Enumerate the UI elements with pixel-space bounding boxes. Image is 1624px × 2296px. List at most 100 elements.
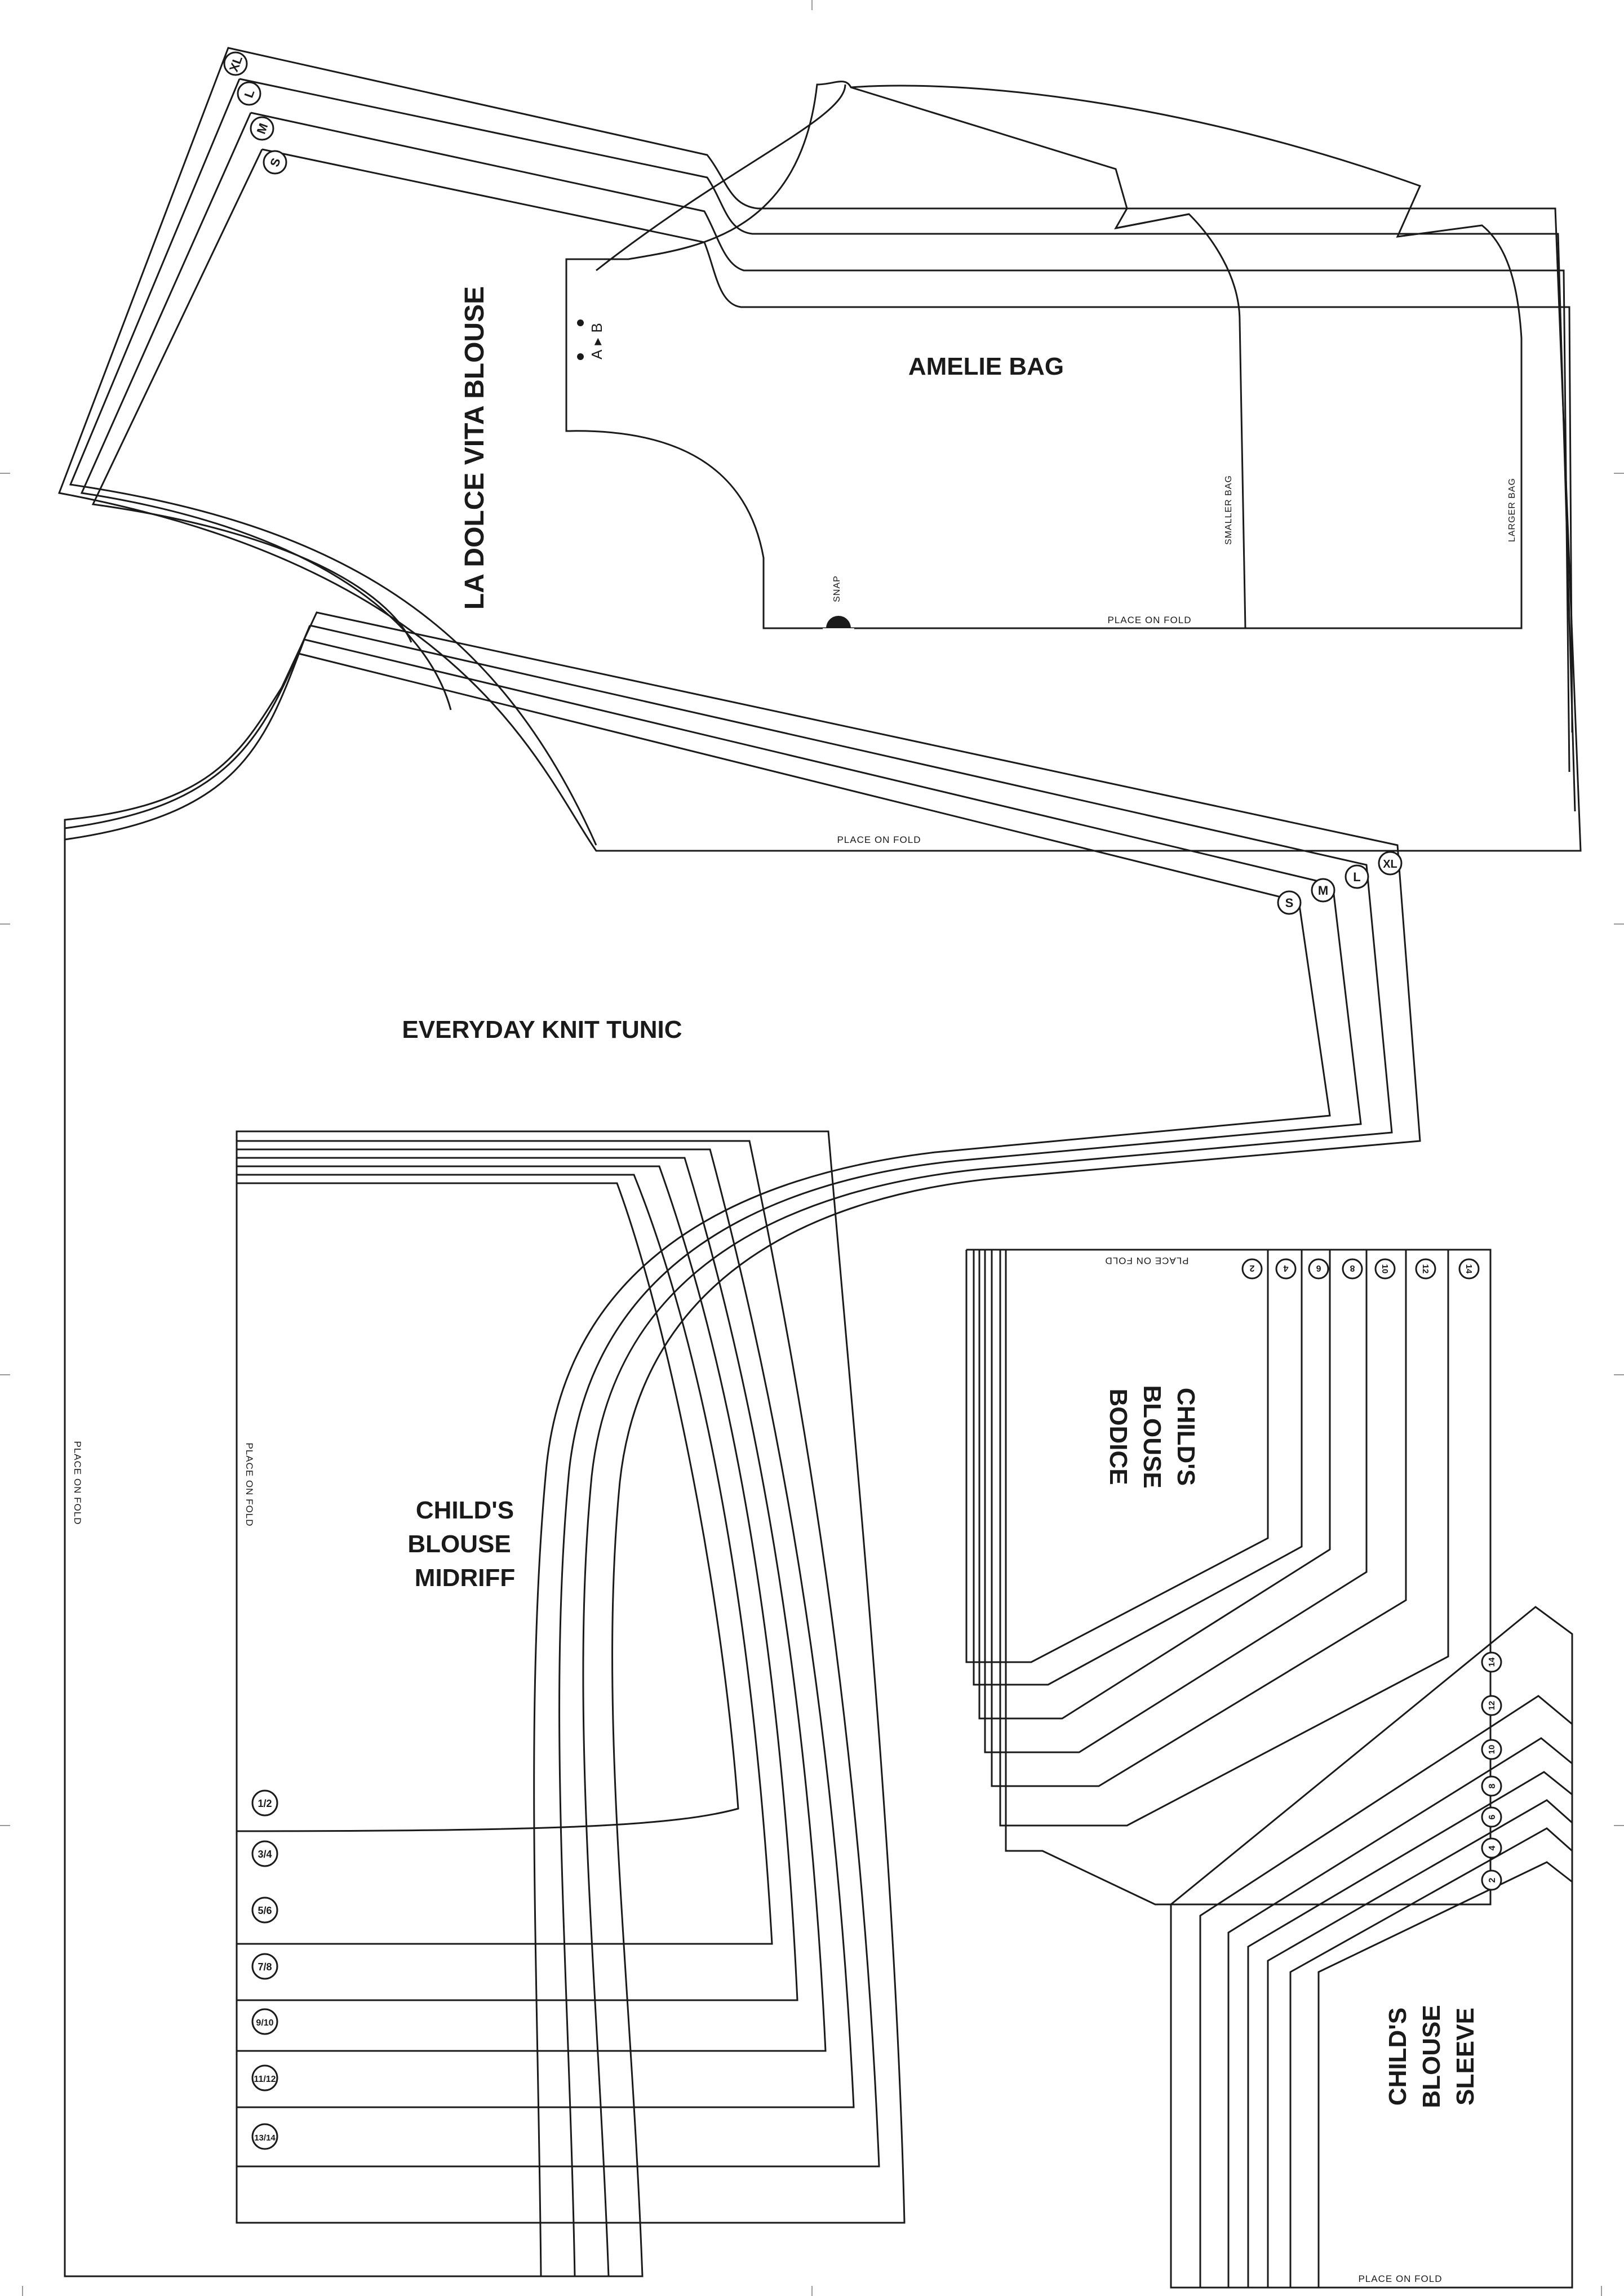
bodice-outline-6	[978, 1250, 1331, 1720]
tunic-outline-m	[304, 638, 1362, 2277]
bag-title: AMELIE BAG	[908, 353, 1064, 380]
bag-fold-label: PLACE ON FOLD	[1107, 615, 1191, 625]
bodice-fold-label: PLACE ON FOLD	[1104, 1255, 1188, 1266]
blouse-outline-m	[250, 112, 1570, 772]
bag-snap-label: SNAP	[832, 575, 842, 602]
blouse-title: LA DOLCE VITA BLOUSE	[460, 286, 490, 610]
blouse-size-xl	[223, 51, 248, 76]
sleeve-size-2-text: 2	[1488, 1877, 1497, 1882]
blouse-side-seam-s	[91, 149, 412, 643]
bag-larger-label: LARGER BAG	[1507, 478, 1517, 542]
sleeve-outline-10	[1227, 1737, 1573, 2288]
sleeve-size-12	[1481, 1695, 1502, 1716]
midriff-size-78	[251, 1953, 278, 1980]
sleeve-size-4-text: 4	[1488, 1845, 1497, 1850]
midriff-title-line-2: BLOUSE	[407, 1530, 511, 1558]
amelie-bag-piece: A ▸ B SNAP SMALLER BAG LARGER BAG PLACE …	[565, 81, 1523, 642]
midriff-size-1112-text: 11/12	[254, 2075, 276, 2084]
blouse-side-seam-m	[80, 112, 452, 710]
bag-ab-label: A ▸ B	[588, 322, 605, 359]
midriff-size-12-text: 1/2	[258, 1798, 272, 1809]
blouse-outline-s	[261, 148, 1573, 733]
tunic-outline-xl	[64, 611, 1421, 2277]
bodice-size-4-text: 4	[1283, 1263, 1288, 1273]
bag-larger-outline	[850, 85, 1523, 629]
tunic-size-l	[1345, 864, 1369, 889]
bodice-size-14	[1458, 1258, 1480, 1280]
midriff-title-line-1: CHILD'S	[416, 1496, 514, 1524]
bodice-size-6	[1308, 1258, 1329, 1280]
bodice-size-2-text: 2	[1249, 1263, 1254, 1273]
tunic-size-m	[1311, 878, 1335, 903]
tunic-outline-s	[298, 652, 1331, 2277]
tunic-fold-side-label: PLACE ON FOLD	[72, 1441, 83, 1525]
tunic-fold-top-label: PLACE ON FOLD	[837, 834, 921, 845]
sleeve-outline-14	[1170, 1606, 1573, 2289]
bodice-title-line-3: BODICE	[1104, 1388, 1132, 1485]
bodice-size-8-text: 8	[1350, 1263, 1355, 1273]
bodice-size-2	[1241, 1258, 1263, 1280]
midriff-outline-12	[236, 1182, 739, 1832]
blouse-piece: XL L M S LA DOLCE VITA BLOUSE	[57, 47, 1582, 852]
bodice-outline-2	[965, 1250, 1269, 1663]
tunic-outline-l	[309, 624, 1393, 2277]
sleeve-size-8-text: 8	[1488, 1783, 1497, 1788]
ab-dot-a	[577, 319, 584, 326]
midriff-size-34-text: 3/4	[258, 1849, 272, 1860]
tunic-armhole-l	[64, 625, 311, 829]
sleeve-outline-12	[1199, 1695, 1573, 2288]
midriff-outline-1314	[236, 1130, 906, 2224]
sleeve-size-4	[1481, 1837, 1502, 1859]
bodice-size-14-text: 14	[1464, 1264, 1474, 1274]
midriff-title-line-3: MIDRIFF	[415, 1564, 515, 1592]
bodice-outline-14	[966, 1249, 1492, 1906]
midriff-outline-34	[237, 1174, 773, 1945]
blouse-outline-xl	[57, 47, 1582, 852]
bodice-size-12-text: 12	[1421, 1264, 1430, 1274]
midriff-size-1314-text: 13/14	[254, 2133, 276, 2143]
bodice-outline-10	[991, 1250, 1407, 1787]
blouse-outline-l	[239, 78, 1576, 812]
bodice-outline-12	[999, 1250, 1449, 1827]
bodice-title-line-1: CHILD'S	[1172, 1388, 1200, 1486]
bag-smaller-label: SMALLER BAG	[1224, 475, 1233, 545]
blouse-side-seam-l	[69, 78, 597, 846]
sleeve-size-10-text: 10	[1487, 1745, 1497, 1755]
bodice-outline-4	[973, 1250, 1303, 1686]
midriff-size-1314	[251, 2123, 278, 2150]
sleeve-size-2	[1481, 1869, 1502, 1891]
blouse-size-l	[237, 81, 261, 106]
sleeve-size-12-text: 12	[1487, 1701, 1497, 1711]
tunic-armhole-m	[64, 639, 305, 841]
sleeve-size-14-text: 14	[1487, 1657, 1497, 1667]
ab-dot-b	[577, 353, 584, 360]
sleeve-outline-6	[1267, 1799, 1573, 2288]
midriff-size-56-text: 5/6	[258, 1905, 272, 1916]
midriff-fold-label: PLACE ON FOLD	[244, 1442, 255, 1526]
bodice-outline-8	[984, 1250, 1368, 1753]
midriff-outline-910	[237, 1148, 855, 2108]
bodice-size-8	[1342, 1258, 1363, 1280]
tunic-size-m-text: M	[1318, 883, 1328, 898]
bodice-size-6-text: 6	[1316, 1263, 1321, 1273]
tunic-size-xl	[1378, 851, 1403, 876]
sleeve-size-6	[1481, 1806, 1502, 1828]
sleeve-size-6-text: 6	[1488, 1814, 1497, 1819]
midriff-outline-78	[237, 1157, 827, 2052]
midriff-size-56	[251, 1897, 278, 1924]
midriff-size-1112	[251, 2064, 278, 2091]
midriff-size-910	[251, 2008, 278, 2035]
blouse-neck-curve	[596, 84, 846, 272]
tunic-title: EVERYDAY KNIT TUNIC	[402, 1016, 682, 1043]
bag-larger-inner	[1115, 213, 1190, 229]
bodice-size-4	[1275, 1258, 1297, 1280]
blouse-size-m	[250, 116, 274, 141]
sleeve-title-line-2: BLOUSE	[1418, 2005, 1445, 2108]
bag-outline	[565, 81, 1246, 629]
bodice-piece: 2 4 6 8 10 12 14 PLACE ON FOLD CHILD'S B…	[965, 1249, 1492, 1906]
tunic-size-s	[1277, 890, 1302, 915]
midriff-size-34	[251, 1840, 278, 1867]
tunic-size-xl-text: XL	[1383, 858, 1397, 871]
midriff-piece: 1/2 3/4 5/6 7/8 9/10 11/12 13/14 PLACE O…	[236, 1130, 906, 2224]
